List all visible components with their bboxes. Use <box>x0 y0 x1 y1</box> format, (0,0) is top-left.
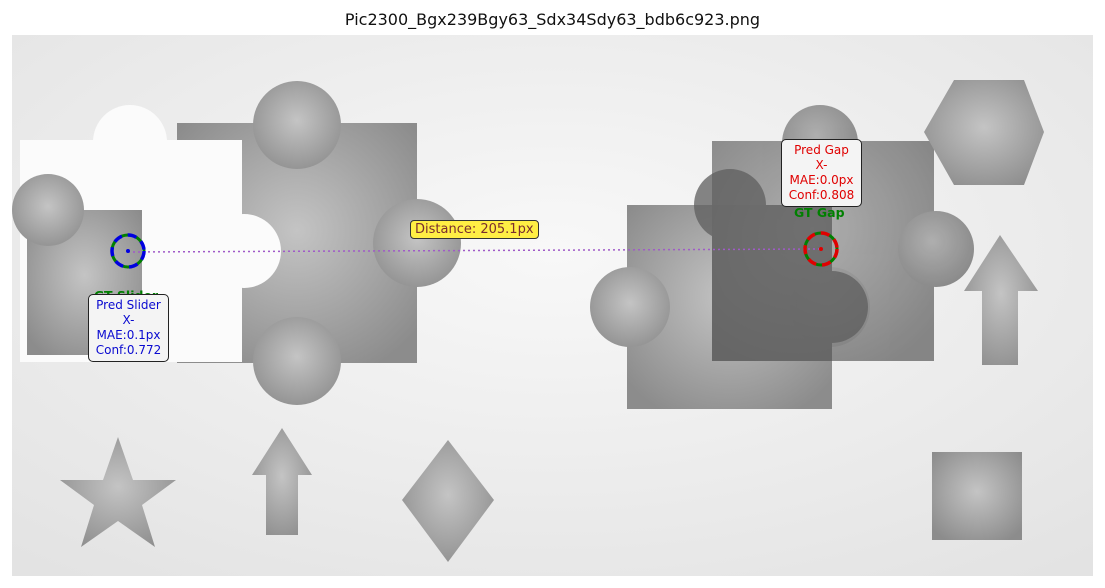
hexagon-icon <box>924 80 1044 185</box>
pred-gap-marker <box>803 231 839 267</box>
figure-title: Pic2300_Bgx239Bgy63_Sdx34Sdy63_bdb6c923.… <box>344 10 761 29</box>
arrow-up-icon <box>964 235 1038 365</box>
square-icon <box>932 452 1022 540</box>
gap-center-dot <box>819 247 823 251</box>
pred-gap-mae: X-MAE:0.0px <box>789 158 854 187</box>
distance-label: Distance: 205.1px <box>410 220 539 239</box>
pred-slider-conf: Conf:0.772 <box>95 343 162 357</box>
arrow-up-icon <box>252 428 312 535</box>
slider-center-dot <box>126 249 130 253</box>
pred-slider-label: Pred Slider X-MAE:0.1px Conf:0.772 <box>88 294 169 362</box>
star-icon <box>60 437 176 547</box>
pred-gap-conf: Conf:0.808 <box>788 188 855 202</box>
pred-slider-title: Pred Slider <box>96 298 161 312</box>
captcha-image: GT Gap Pred Gap X-MAE:0.0px Conf:0.808 G… <box>12 35 1093 576</box>
gt-gap-label: GT Gap <box>794 205 845 220</box>
pred-gap-title: Pred Gap <box>794 143 849 157</box>
pred-slider-marker <box>110 233 146 269</box>
captcha-canvas <box>12 35 1093 576</box>
diamond-icon <box>402 440 494 562</box>
pred-slider-mae: X-MAE:0.1px <box>96 313 161 342</box>
distance-line <box>127 248 822 253</box>
pred-gap-label: Pred Gap X-MAE:0.0px Conf:0.808 <box>781 139 862 207</box>
